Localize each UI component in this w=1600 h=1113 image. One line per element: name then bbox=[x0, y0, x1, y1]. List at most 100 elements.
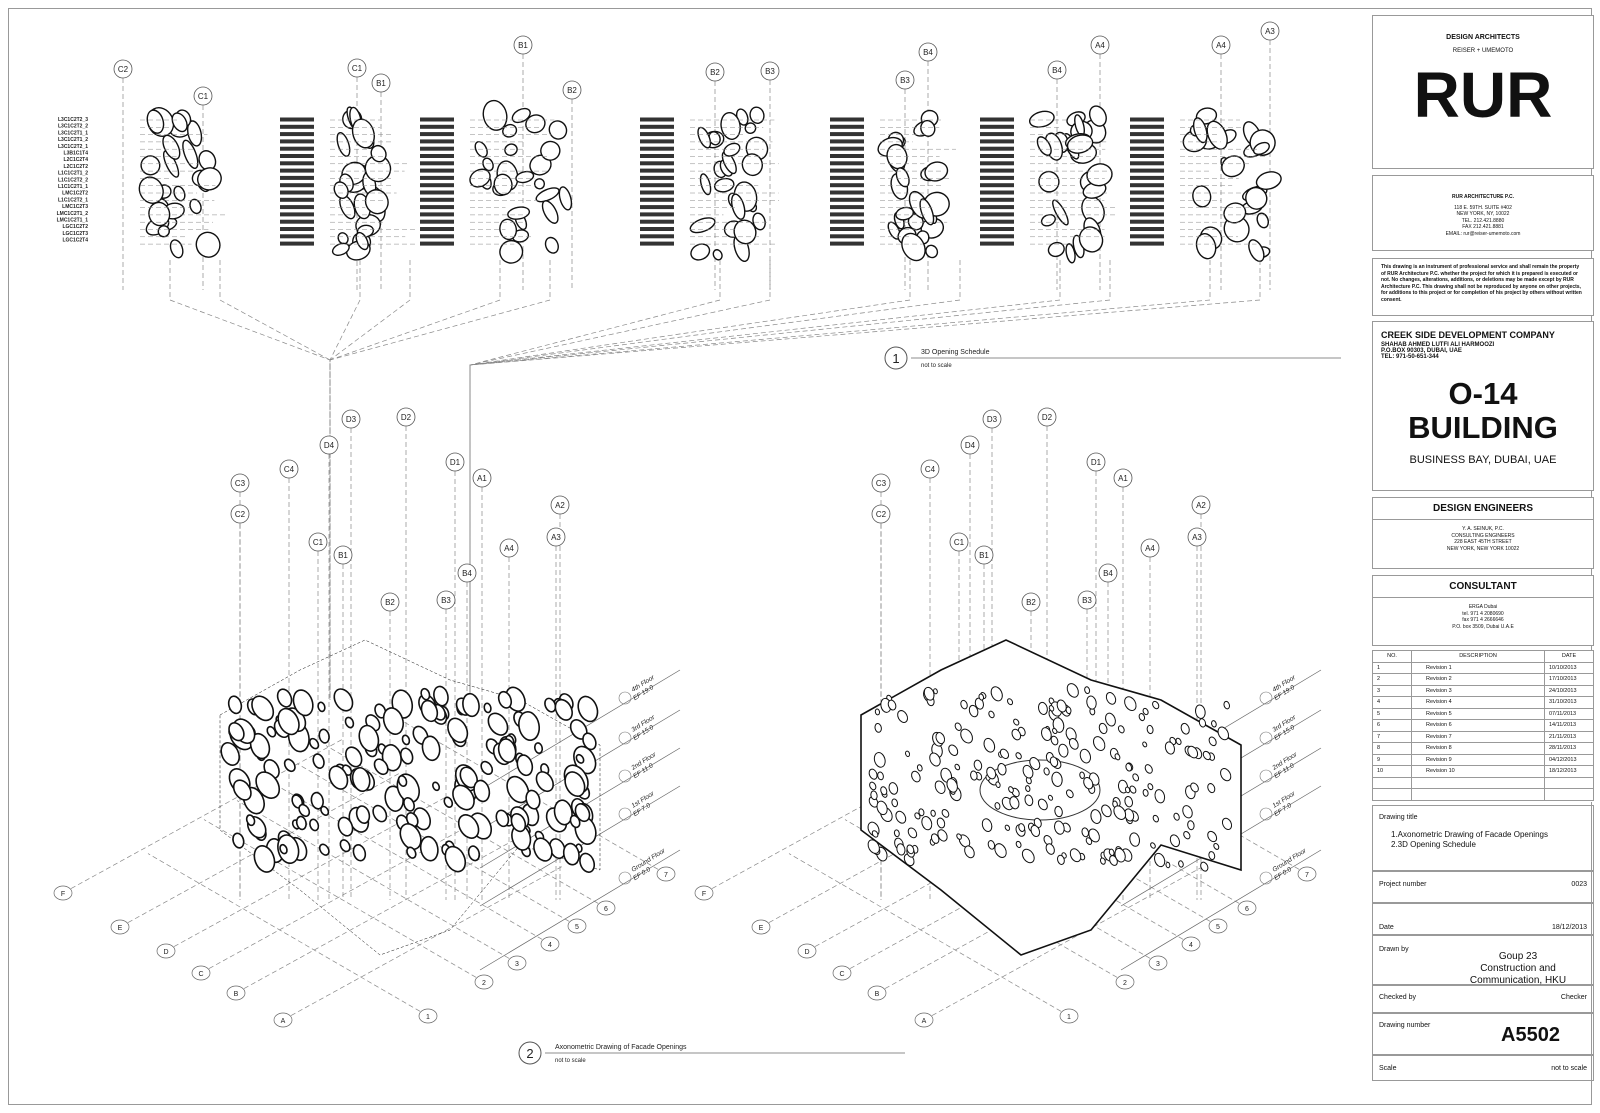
facade-opening bbox=[232, 832, 245, 849]
opening-tag bbox=[980, 205, 1014, 210]
opening-tag bbox=[830, 227, 864, 231]
facade-opening bbox=[1066, 134, 1094, 154]
facade-opening bbox=[1256, 212, 1270, 229]
facade-opening bbox=[1223, 700, 1230, 710]
facade-opening bbox=[1050, 735, 1059, 746]
facade-opening bbox=[525, 789, 541, 810]
client-block: CREEK SIDE DEVELOPMENT COMPANY SHAHAB AH… bbox=[1372, 321, 1594, 491]
facade-opening bbox=[169, 239, 184, 259]
facade-opening bbox=[1051, 771, 1063, 787]
facade-opening bbox=[499, 218, 518, 241]
facade-opening bbox=[1081, 827, 1090, 838]
view-scale: not to scale bbox=[555, 1058, 586, 1064]
facade-opening bbox=[712, 249, 723, 261]
facade-opening bbox=[1207, 783, 1216, 794]
opening-tag bbox=[420, 146, 454, 151]
opening-tag bbox=[280, 241, 314, 246]
revision-description: Revision 4 bbox=[1411, 696, 1545, 709]
opening-tag-label: L1C1C2T2_2 bbox=[58, 177, 88, 183]
facade-opening bbox=[515, 170, 535, 184]
facade-opening bbox=[1007, 698, 1014, 706]
facade-opening bbox=[277, 707, 300, 736]
facade-opening bbox=[937, 829, 948, 842]
facade-opening bbox=[1065, 243, 1076, 264]
revision-empty-row bbox=[1372, 788, 1594, 801]
facade-opening bbox=[534, 742, 544, 754]
schedule-link-line bbox=[329, 260, 501, 700]
facade-opening bbox=[1220, 768, 1232, 782]
grid-bubble-label: B3 bbox=[1082, 596, 1092, 605]
schedule-link-line bbox=[469, 260, 911, 700]
facade-opening bbox=[990, 686, 1003, 702]
facade-opening bbox=[292, 689, 314, 717]
facade-opening bbox=[964, 845, 975, 859]
axis-label: 4 bbox=[1189, 942, 1193, 949]
facade-opening bbox=[1054, 820, 1065, 835]
axis-label: 3 bbox=[1156, 961, 1160, 968]
facade-opening bbox=[1202, 750, 1211, 761]
opening-tag bbox=[830, 212, 864, 217]
facade-opening bbox=[1150, 842, 1156, 849]
facade-opening bbox=[564, 771, 586, 797]
schedule-link-line bbox=[469, 260, 721, 700]
facade-opening bbox=[1142, 707, 1149, 716]
grid-bubble-label: C1 bbox=[198, 92, 209, 101]
axis-line bbox=[844, 819, 1118, 978]
opening-tag bbox=[980, 139, 1014, 144]
opening-tag bbox=[420, 212, 454, 217]
notice-text: This drawing is an instrument of profess… bbox=[1381, 264, 1582, 303]
facade-opening bbox=[1248, 239, 1265, 262]
facade-opening bbox=[935, 732, 946, 745]
facade-opening bbox=[320, 805, 330, 816]
opening-tag bbox=[640, 205, 674, 210]
axis-bubble bbox=[596, 900, 616, 916]
facade-opening bbox=[533, 837, 553, 862]
facade-opening bbox=[924, 161, 949, 182]
facade-opening bbox=[919, 198, 935, 226]
facade-opening bbox=[562, 842, 580, 866]
axis-line bbox=[325, 745, 599, 904]
opening-tag bbox=[280, 117, 314, 122]
axis-label: C bbox=[198, 971, 203, 978]
axis-bubble bbox=[832, 965, 852, 981]
grid-bubble bbox=[1021, 592, 1041, 612]
grid-bubble-label: A2 bbox=[1196, 501, 1206, 510]
engineers-line: CONSULTING ENGINEERS bbox=[1451, 532, 1515, 539]
opening-tag bbox=[830, 175, 864, 180]
facade-opening bbox=[548, 120, 568, 140]
opening-tag bbox=[280, 234, 314, 239]
facade-opening bbox=[420, 687, 431, 701]
grid-bubble-label: B3 bbox=[900, 76, 910, 85]
axis-bubble bbox=[751, 919, 771, 935]
opening-tag bbox=[420, 183, 454, 188]
view-number: 2 bbox=[526, 1046, 533, 1061]
opening-tag bbox=[280, 190, 314, 195]
facade-opening bbox=[473, 779, 491, 803]
facade-opening bbox=[1040, 213, 1056, 227]
facade-opening bbox=[497, 690, 513, 709]
facade-opening bbox=[905, 750, 911, 757]
facade-opening bbox=[554, 698, 573, 721]
facade-opening bbox=[897, 710, 909, 723]
grid-bubble-label: D4 bbox=[324, 441, 335, 450]
facade-opening bbox=[1083, 777, 1094, 790]
facade-opening bbox=[946, 778, 958, 793]
opening-tag bbox=[980, 190, 1014, 195]
consultant-heading: CONSULTANT bbox=[1373, 576, 1593, 598]
facade-opening bbox=[1052, 199, 1069, 226]
facade-opening bbox=[1045, 843, 1055, 855]
grid-bubble-label: B4 bbox=[1052, 66, 1062, 75]
revision-description: Revision 7 bbox=[1411, 730, 1545, 743]
revision-date: 28/11/2013 bbox=[1544, 742, 1594, 755]
facade-opening bbox=[1068, 737, 1079, 750]
facade-opening bbox=[888, 782, 899, 795]
facade-opening bbox=[1056, 854, 1065, 865]
revision-date: 18/12/2013 bbox=[1544, 765, 1594, 778]
facade-opening bbox=[873, 752, 886, 768]
grid-bubble-label: C4 bbox=[925, 465, 936, 474]
revision-empty-cell bbox=[1411, 776, 1545, 789]
axis-label: B bbox=[234, 991, 239, 998]
axis-bubble bbox=[474, 974, 494, 990]
